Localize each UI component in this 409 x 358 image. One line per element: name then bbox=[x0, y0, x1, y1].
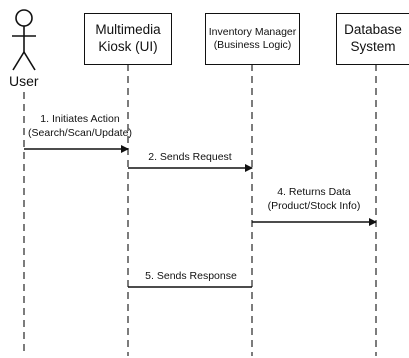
message-label-4: 4. Returns Data (Product/Stock Info) bbox=[267, 186, 361, 213]
actor-user-icon bbox=[12, 9, 36, 71]
participant-database-system: Database System bbox=[336, 13, 409, 65]
message-label-2: 2. Sends Request bbox=[148, 151, 232, 163]
message-label-5: 5. Sends Response bbox=[145, 270, 237, 282]
participant-inventory-manager: Inventory Manager (Business Logic) bbox=[205, 13, 300, 65]
actor-label: User bbox=[9, 73, 39, 89]
message-label-1: 1. Initiates Action (Search/Scan/Update) bbox=[28, 113, 132, 140]
participant-kiosk: Multimedia Kiosk (UI) bbox=[84, 13, 172, 65]
